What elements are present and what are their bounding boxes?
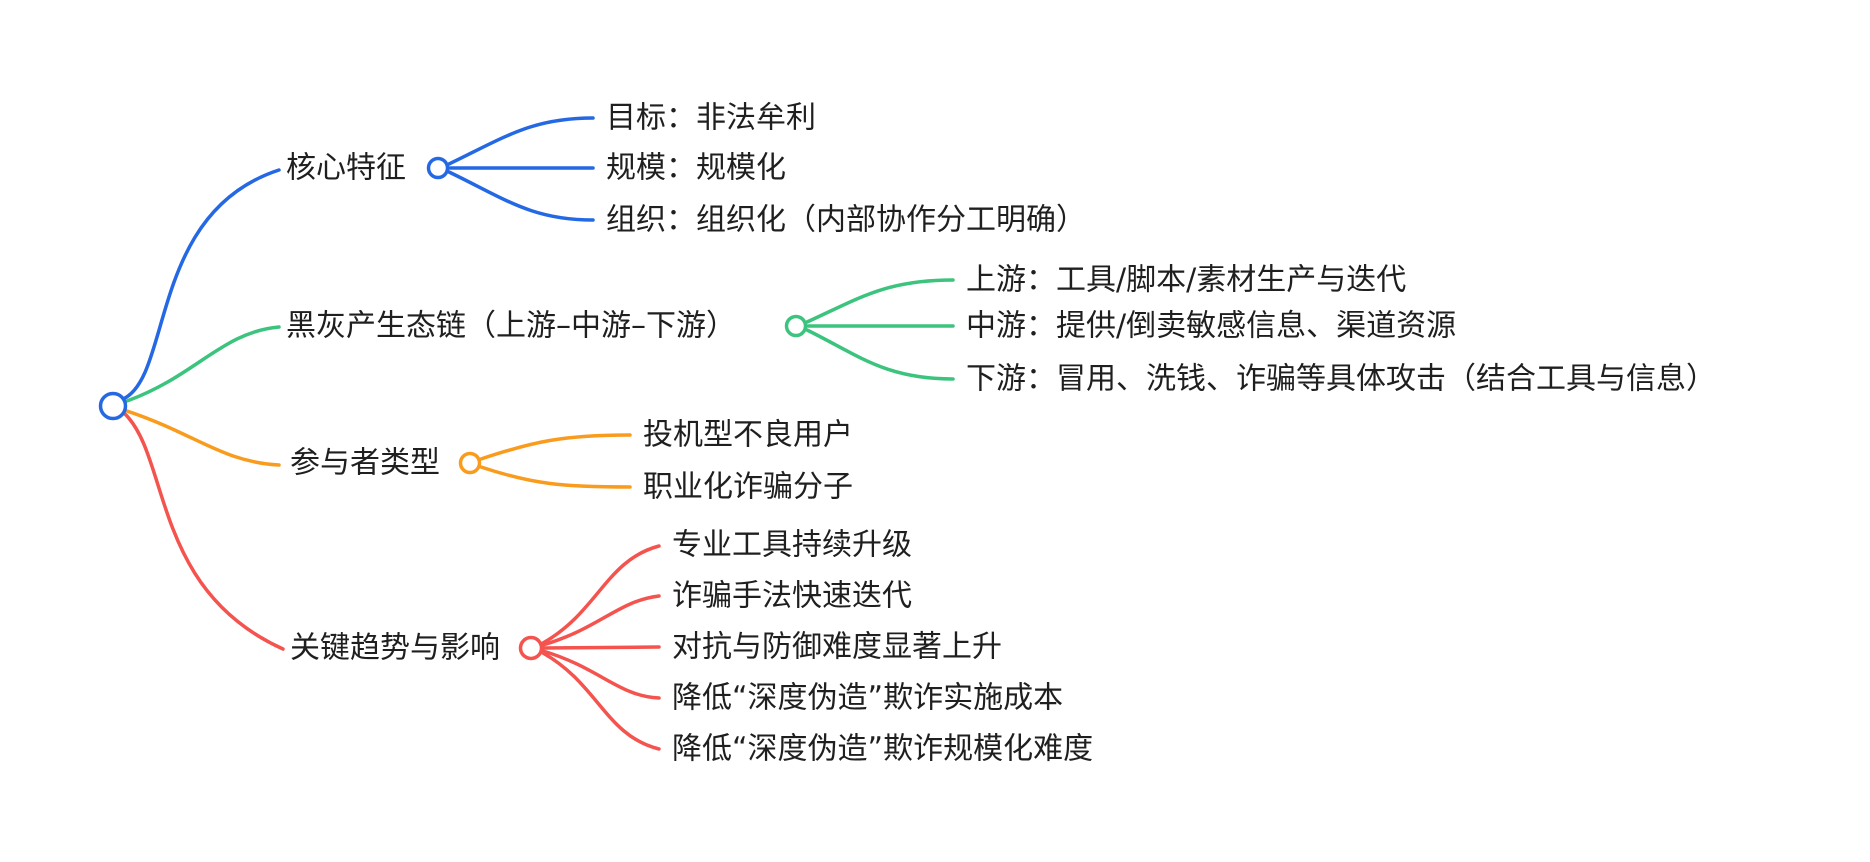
child-topic-upstream[interactable]: 上游：工具/脚本/素材生产与迭代 bbox=[966, 263, 1406, 298]
participant-types-node-circle[interactable] bbox=[458, 451, 482, 475]
connector-key-trends-child-3 bbox=[542, 645, 661, 650]
ecosystem-chain-node-circle[interactable] bbox=[784, 314, 808, 338]
root-node-circle[interactable] bbox=[98, 391, 128, 421]
child-topic-deepfake-scale[interactable]: 降低“深度伪造”欺诈规模化难度 bbox=[672, 732, 1093, 767]
core-features-node-circle[interactable] bbox=[426, 156, 450, 180]
child-topic-midstream[interactable]: 中游：提供/倒卖敏感信息、渠道资源 bbox=[966, 309, 1456, 344]
connector-root-ecosystem-chain bbox=[125, 325, 281, 403]
connector-ecosystem-chain-child-1 bbox=[805, 278, 955, 324]
child-topic-goal[interactable]: 目标：非法牟利 bbox=[606, 101, 816, 136]
connector-key-trends-child-2 bbox=[541, 594, 661, 647]
child-topic-defense-difficulty[interactable]: 对抗与防御难度显著上升 bbox=[672, 630, 1002, 665]
connector-root-key-trends bbox=[123, 412, 285, 651]
connector-core-features-child-3 bbox=[447, 170, 595, 222]
connector-core-features-child-1 bbox=[447, 116, 595, 166]
child-topic-deepfake-cost[interactable]: 降低“深度伪造”欺诈实施成本 bbox=[672, 681, 1063, 716]
child-topic-opportunistic-users[interactable]: 投机型不良用户 bbox=[643, 418, 853, 453]
child-topic-downstream[interactable]: 下游：冒用、洗钱、诈骗等具体攻击（结合工具与信息） bbox=[966, 362, 1716, 397]
connector-ecosystem-chain-child-3 bbox=[805, 328, 955, 381]
branch-label-ecosystem-chain[interactable]: 黑灰产生态链（上游–中游–下游） bbox=[286, 309, 736, 344]
connector-key-trends-child-5 bbox=[541, 651, 661, 751]
key-trends-node-circle[interactable] bbox=[518, 635, 544, 661]
branch-label-participant-types[interactable]: 参与者类型 bbox=[290, 446, 440, 481]
child-topic-professional-fraud[interactable]: 职业化诈骗分子 bbox=[643, 470, 853, 505]
connector-key-trends-child-4 bbox=[541, 649, 661, 700]
connector-root-core-features bbox=[123, 168, 281, 400]
connector-key-trends-child-1 bbox=[541, 544, 661, 645]
child-topic-fraud-iteration[interactable]: 诈骗手法快速迭代 bbox=[672, 579, 912, 614]
connector-root-participant-types bbox=[125, 409, 281, 467]
child-topic-scale[interactable]: 规模：规模化 bbox=[606, 151, 786, 186]
child-topic-tool-upgrade[interactable]: 专业工具持续升级 bbox=[672, 528, 912, 563]
child-topic-organization[interactable]: 组织：组织化（内部协作分工明确） bbox=[606, 203, 1086, 238]
branch-label-core-features[interactable]: 核心特征 bbox=[286, 151, 406, 186]
connector-participant-types-child-1 bbox=[479, 433, 632, 461]
branch-label-key-trends[interactable]: 关键趋势与影响 bbox=[290, 631, 500, 666]
connector-participant-types-child-2 bbox=[479, 465, 632, 489]
